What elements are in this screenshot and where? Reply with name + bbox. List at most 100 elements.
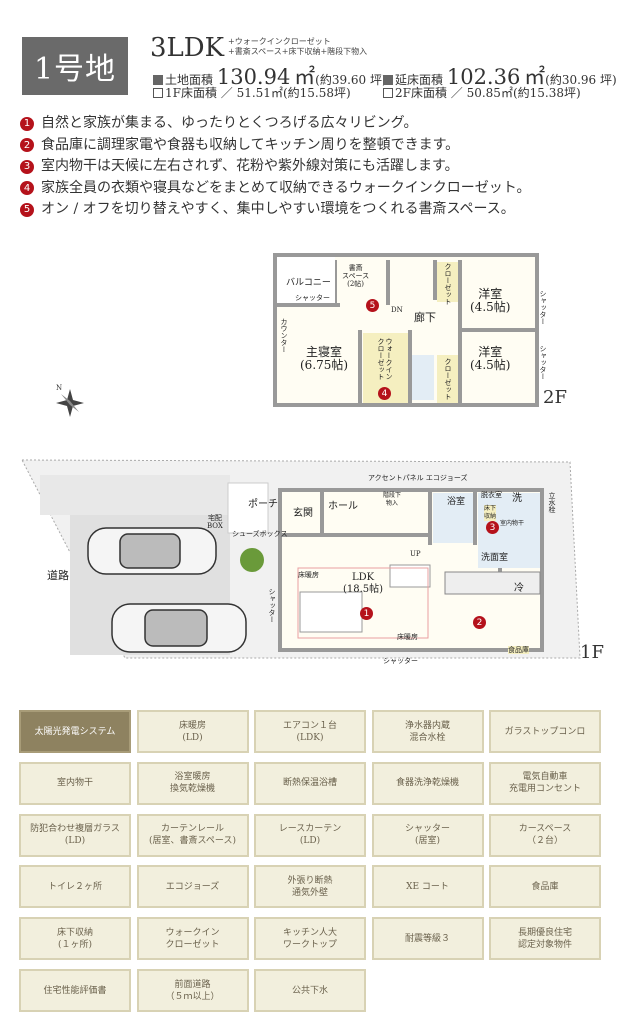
- feature-tile: 電気自動車 充電用コンセント: [489, 761, 601, 805]
- closet-label: クローゼット: [444, 263, 452, 305]
- up-label: UP: [410, 550, 421, 558]
- f2-area: 2F床面積 ／ 50.85㎡(約15.38坪): [383, 84, 581, 101]
- feature-tile: 床下収納 (１ヶ所): [19, 917, 131, 961]
- kitchen-counter: [444, 571, 541, 595]
- indoor-drying-label: 室内物干: [500, 520, 525, 527]
- point-number: 1: [20, 116, 34, 131]
- entrance-label: 玄関: [293, 508, 313, 519]
- ldk-label: LDK (18.5帖): [343, 572, 384, 595]
- point-marker-5: 5: [366, 299, 379, 312]
- shutter-label: シャッター: [383, 657, 418, 665]
- closet-area: [437, 355, 458, 403]
- shoebox-label: シューズボックス: [232, 530, 288, 538]
- feature-tile: エアコン１台 (LDK): [254, 710, 366, 753]
- feature-tile: 太陽光発電システム: [19, 710, 131, 753]
- car-icon: [87, 527, 247, 653]
- dressing-room-label: 脱衣室: [481, 491, 502, 499]
- accent-panel-label: アクセントパネル エコジョーズ: [368, 474, 468, 482]
- porch-label: ポーチ: [248, 499, 278, 510]
- land-area-unit: ㎡: [294, 65, 316, 89]
- filled-square-icon: [153, 75, 163, 85]
- feature-tile: 長期優良住宅 認定対象物件: [489, 917, 601, 961]
- f2-area-text: 2F床面積 ／ 50.85㎡(約15.38坪): [395, 86, 581, 100]
- shutter-label: シャッター: [268, 588, 276, 623]
- feature-tile: 耐震等級３: [371, 917, 484, 961]
- floor-area-tsubo: (約30.96 坪): [545, 73, 617, 87]
- shutter-label: シャッター: [539, 290, 547, 325]
- floor-1f-label: 1F: [580, 642, 604, 663]
- feature-tile: 断熱保温浴槽: [254, 761, 366, 805]
- point-marker-2: 2: [473, 616, 486, 629]
- floor-plan-drawing: N: [21, 253, 581, 659]
- land-area-tsubo: (約39.60 坪): [315, 73, 387, 87]
- feature-tile: ウォークイン クローゼット: [136, 917, 249, 961]
- feature-tile: カーテンレール (居室、書斎スペース): [136, 813, 249, 857]
- western-room-1-label: 洋室 (4.5帖): [470, 287, 511, 314]
- point-number: 3: [20, 159, 34, 174]
- point-text: 室内物干は天候に左右されず、花粉や紫外線対策にも活躍します。: [41, 158, 459, 174]
- feature-tile: 食器洗浄乾燥機: [371, 761, 484, 805]
- feature-tile: 住宅性能評価書: [19, 969, 131, 1012]
- point-text: オン / オフを切り替えやすく、集中しやすい環境をつくれる書斎スペース。: [41, 201, 515, 217]
- feature-tile: シャッター (居室): [371, 813, 484, 857]
- sofa: [299, 591, 363, 633]
- hall-label: ホール: [328, 501, 358, 512]
- dn-label: DN: [391, 306, 403, 314]
- feature-tile: レースカーテン (LD): [254, 813, 366, 857]
- delivery-box-label: 宅配 BOX: [207, 514, 223, 530]
- counter-label: カウンター: [280, 318, 288, 353]
- tree-icon: [240, 548, 264, 572]
- underfloor-storage-label: 床下 収納: [484, 505, 497, 521]
- closet-label: クローゼット: [444, 358, 452, 400]
- land-area: 土地面積 130.94 ㎡(約39.60 坪): [153, 61, 387, 91]
- floor-area-value: 102.36: [446, 65, 521, 89]
- compass-icon: N: [56, 384, 84, 417]
- feature-tile: 防犯合わせ複層ガラス (LD): [19, 813, 131, 857]
- feature-tile: 公共下水: [254, 969, 366, 1012]
- feature-tile: 浴室暖房 換気乾燥機: [136, 761, 249, 805]
- total-floor-area: 延床面積 102.36 ㎡(約30.96 坪): [383, 61, 617, 91]
- feature-tile: 食品庫: [489, 865, 601, 909]
- floor-area-unit: ㎡: [524, 65, 546, 89]
- point-item: 1 自然と家族が集まる、ゆったりとくつろげる広々リビング。: [20, 113, 530, 135]
- point-text: 家族全員の衣類や寝具などをまとめて収納できるウォークインクローゼット。: [41, 179, 531, 196]
- feature-tile: 床暖房 (LD): [136, 710, 249, 753]
- f1-area: 1F床面積 ／ 51.51㎡(約15.58坪): [153, 84, 351, 101]
- extras-line-1: +ウォークインクローゼット: [228, 37, 331, 46]
- point-marker-3: 3: [486, 521, 499, 534]
- land-area-value: 130.94: [216, 65, 291, 89]
- master-bedroom-label: 主寝室 (6.75帖): [300, 345, 349, 372]
- feature-tile: トイレ２ヶ所: [19, 865, 131, 909]
- floor-heating-zone: [297, 567, 429, 639]
- empty-square-icon: [153, 88, 163, 98]
- floor-heating-label: 床暖房: [397, 633, 418, 641]
- floor-area-label: 延床面積: [395, 73, 444, 87]
- shutter-label: シャッター: [539, 345, 547, 380]
- f1-area-text: 1F床面積 ／ 51.51㎡(約15.58坪): [165, 86, 351, 100]
- pantry-label: 食品庫: [508, 646, 529, 654]
- point-text: 自然と家族が集まる、ゆったりとくつろげる広々リビング。: [41, 115, 418, 131]
- layout-type: 3LDK: [150, 33, 225, 63]
- faucet-label: 立水栓: [548, 492, 556, 513]
- lot-number-badge: 1号地: [22, 37, 128, 95]
- western-room-2-label: 洋室 (4.5帖): [470, 345, 511, 372]
- land-area-label: 土地面積: [165, 73, 214, 87]
- washroom-label: 洗面室: [481, 553, 509, 563]
- balcony-area: [277, 257, 335, 303]
- feature-tile: 前面道路 （５ｍ以上）: [136, 969, 249, 1012]
- floor-heating-label: 床暖房: [298, 571, 319, 579]
- bath-area: [433, 493, 473, 543]
- feature-tile: 室内物干: [19, 761, 131, 805]
- under-stairs-storage-label: 階段下 物入: [383, 492, 402, 507]
- filled-square-icon: [383, 75, 393, 85]
- toilet-area: [412, 355, 434, 400]
- point-marker-4: 4: [378, 387, 391, 400]
- feature-tile: 浄水器内蔵 混合水栓: [371, 710, 484, 753]
- road-label: 道路: [47, 569, 69, 582]
- closet-area: [437, 262, 458, 302]
- point-item: 3 室内物干は天候に左右されず、花粉や紫外線対策にも活躍します。: [20, 156, 530, 178]
- floor-2f-label: 2F: [543, 387, 567, 408]
